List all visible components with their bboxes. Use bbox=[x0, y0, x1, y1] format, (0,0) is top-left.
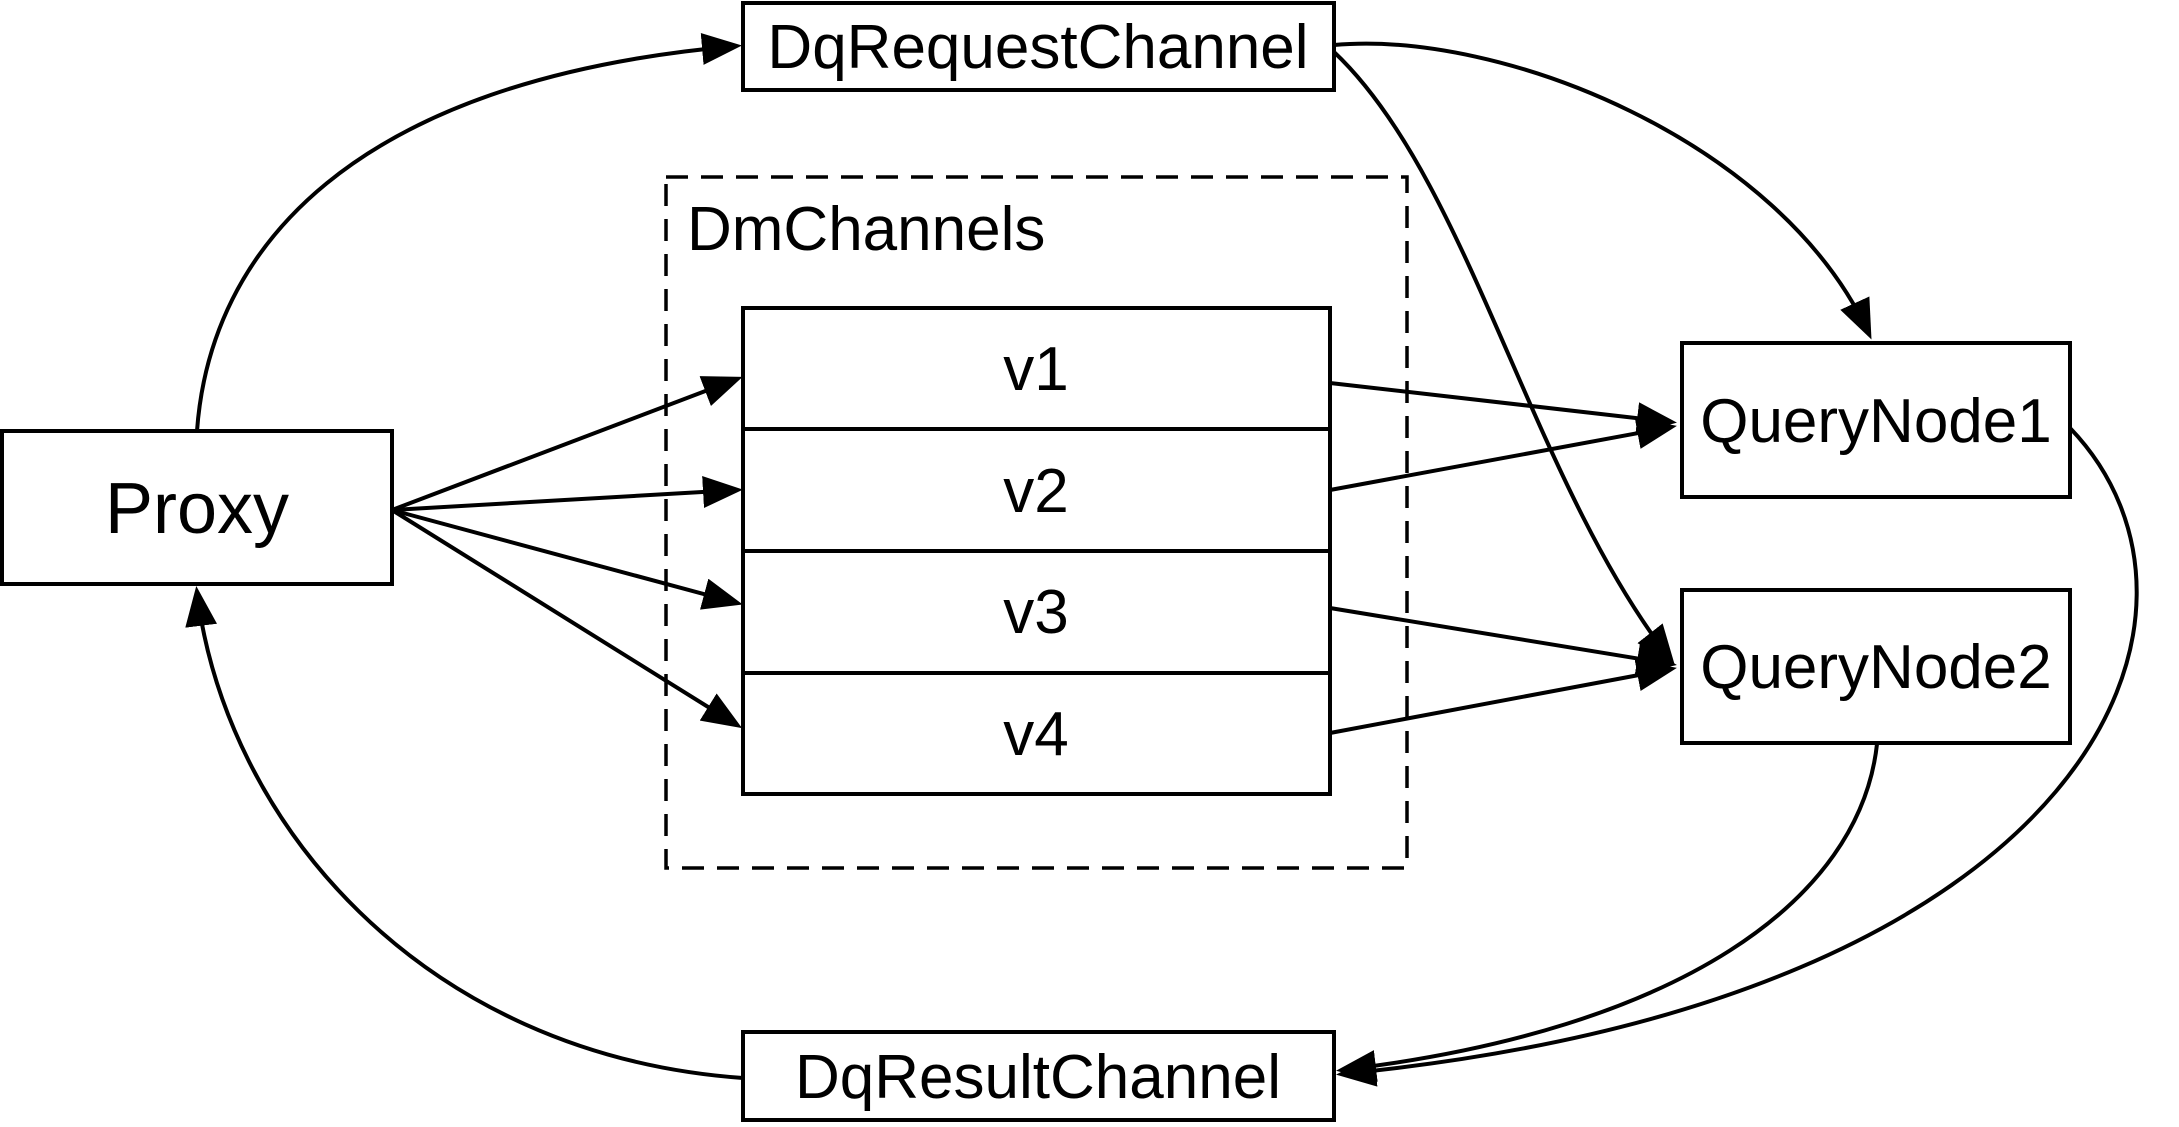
querynode1-node bbox=[1680, 341, 2072, 499]
proxy-label: Proxy bbox=[105, 469, 289, 549]
querynode2-node bbox=[1680, 588, 2072, 745]
dqrequestchannel-node bbox=[741, 1, 1336, 92]
dqresultchannel-label: DqResultChannel bbox=[795, 1043, 1281, 1112]
edge-dqrequestchannel-to-querynode2 bbox=[1332, 50, 1675, 665]
dqresultchannel-node bbox=[741, 1030, 1336, 1122]
edge-v4-to-querynode2 bbox=[1329, 659, 1677, 735]
proxy-node bbox=[0, 429, 394, 586]
edge-proxy-to-v2 bbox=[391, 475, 743, 512]
dmchannels-group-label: DmChannels bbox=[687, 195, 1045, 264]
edge-v2-to-querynode1 bbox=[1329, 417, 1677, 492]
edge-proxy-to-v4 bbox=[390, 508, 743, 729]
channel-row-v3-label: v3 bbox=[1003, 578, 1068, 647]
edge-dqresultchannel-to-proxy bbox=[185, 586, 744, 1080]
querynode1-label: QueryNode1 bbox=[1700, 387, 2052, 456]
edge-v1-to-querynode1 bbox=[1329, 381, 1677, 435]
querynode2-label: QueryNode2 bbox=[1700, 633, 2052, 702]
edge-v3-to-querynode2 bbox=[1329, 606, 1677, 675]
channel-row-v4-label: v4 bbox=[1003, 700, 1068, 769]
edge-proxy-to-v3 bbox=[391, 508, 743, 610]
edge-dqrequestchannel-to-querynode1 bbox=[1333, 41, 1872, 340]
dqrequestchannel-label: DqRequestChannel bbox=[767, 13, 1308, 82]
channel-row-v2-label: v2 bbox=[1003, 457, 1068, 526]
channel-row-v1-label: v1 bbox=[1003, 335, 1068, 404]
edge-querynode1-to-dqresultchannel bbox=[1336, 426, 2139, 1087]
edge-querynode2-to-dqresultchannel bbox=[1336, 743, 1879, 1082]
edge-proxy-to-v1 bbox=[391, 376, 743, 512]
dmchannels-group-box bbox=[664, 175, 1409, 870]
edge-proxy-to-dqrequestchannel bbox=[195, 33, 742, 432]
